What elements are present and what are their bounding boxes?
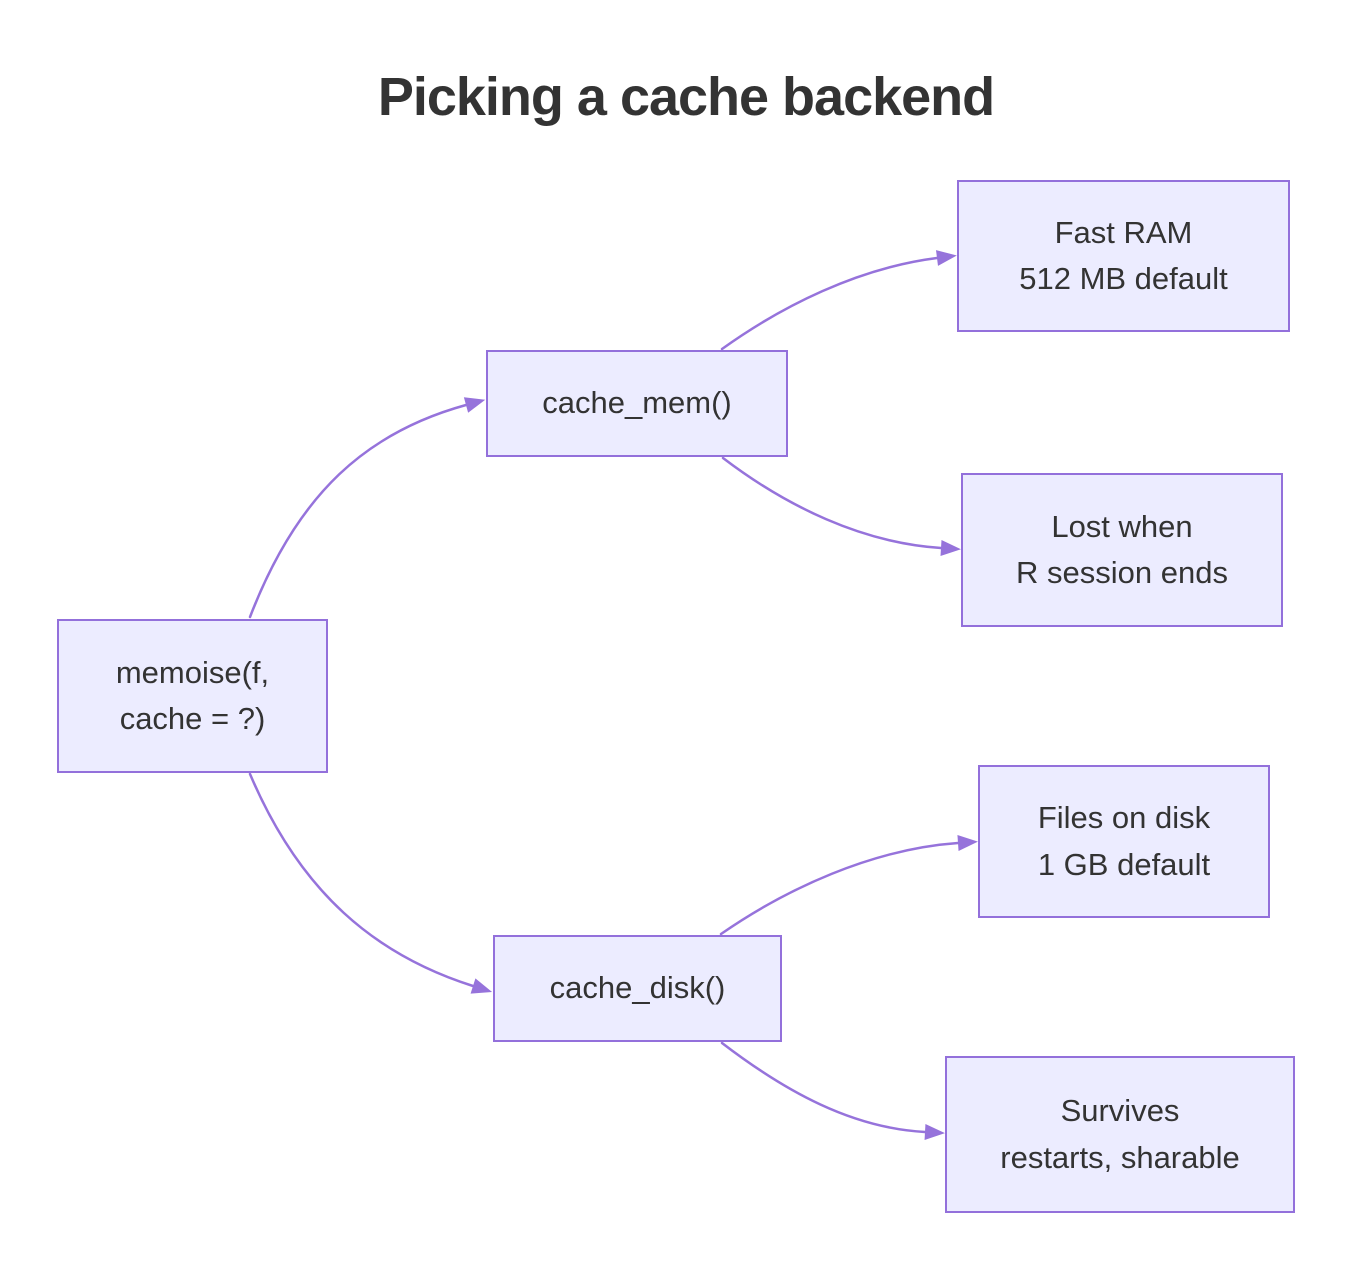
node-cache-mem: cache_mem() xyxy=(486,350,788,457)
diagram-title: Picking a cache backend xyxy=(377,67,995,127)
edge-root-to-cache-mem xyxy=(248,397,486,619)
node-label-line: 512 MB default xyxy=(1019,261,1228,296)
node-label-line: memoise(f, xyxy=(115,654,270,690)
edge-cache-disk-to-survives xyxy=(720,1041,945,1140)
edge-cache-mem-to-fast-ram xyxy=(720,250,957,351)
node-label-line: cache_mem() xyxy=(542,385,732,421)
node-label-line: Fast RAM xyxy=(1054,214,1193,250)
node-memoise: memoise(f, cache = ?) xyxy=(57,619,328,773)
node-label-line: cache_disk() xyxy=(549,970,726,1006)
node-cache-disk: cache_disk() xyxy=(493,935,782,1042)
node-label-line: 1 GB default xyxy=(1037,846,1211,882)
edge-root-to-cache-disk xyxy=(248,772,493,994)
node-lost-session: Lost when R session ends xyxy=(961,473,1283,627)
node-label-line: cache = ?) xyxy=(119,701,266,736)
node-label-line: Lost when xyxy=(1051,508,1193,544)
edge-cache-mem-to-lost-session xyxy=(721,456,961,556)
node-label-line: Files on disk xyxy=(1037,800,1211,835)
node-survives-restarts: Survives restarts, sharable xyxy=(945,1056,1295,1213)
node-files-on-disk: Files on disk 1 GB default xyxy=(978,765,1270,918)
node-label-line: restarts, sharable xyxy=(1000,1139,1240,1175)
node-label-line: Survives xyxy=(1060,1093,1180,1128)
edge-cache-disk-to-files-on-disk xyxy=(719,835,978,936)
node-fast-ram: Fast RAM 512 MB default xyxy=(957,180,1290,332)
node-label-line: R session ends xyxy=(1016,555,1228,590)
